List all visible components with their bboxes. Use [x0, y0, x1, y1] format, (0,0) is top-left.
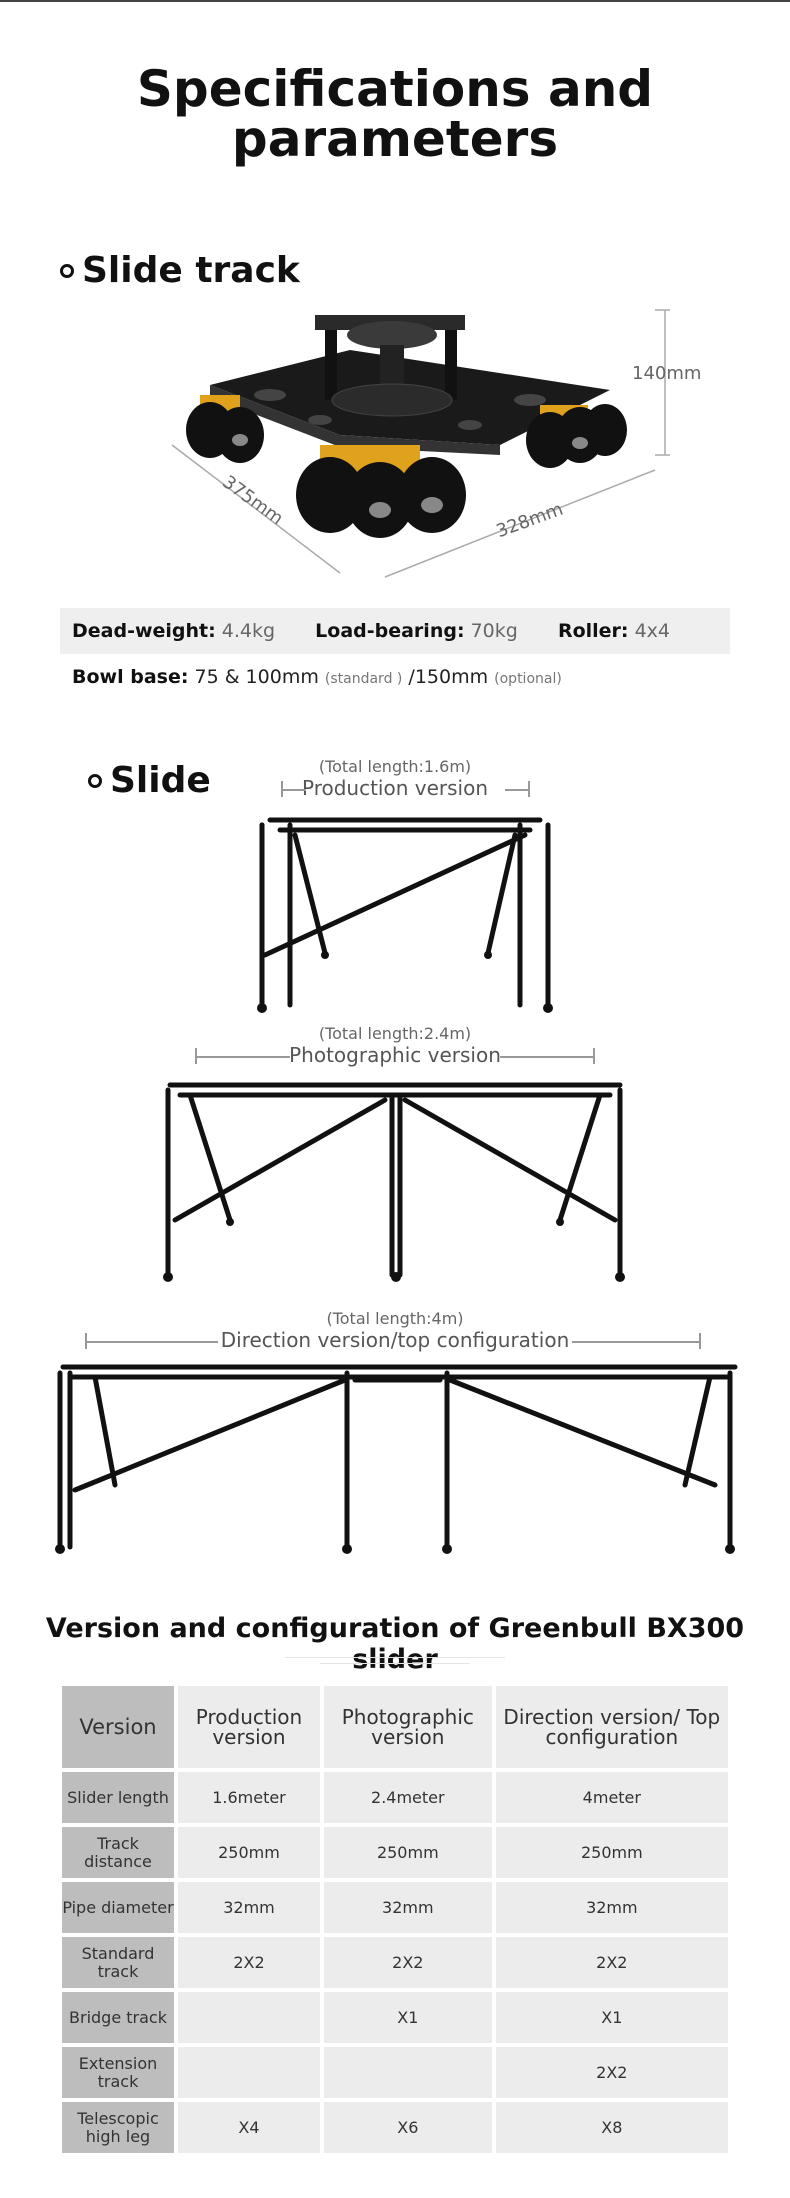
table-cell: 1.6meter [178, 1772, 320, 1823]
page-title: Specifications and parameters [0, 64, 790, 164]
row-label: Slider length [62, 1772, 174, 1823]
table-cell: 250mm [495, 1827, 728, 1878]
table-row: Track distance 250mm 250mm 250mm [62, 1827, 728, 1878]
row-label: Bridge track [62, 1992, 174, 2043]
table-header-row: Version Production version Photographic … [62, 1686, 728, 1768]
table-cell: 2X2 [495, 2047, 728, 2098]
table-row: Standard track 2X2 2X2 2X2 [62, 1937, 728, 1988]
section-slide-heading: Slide [88, 760, 211, 801]
spec-row-weights: Dead-weight: 4.4kg Load-bearing: 70kg Ro… [72, 620, 670, 642]
table-row: Telescopic high leg X4 X6 X8 [62, 2102, 728, 2153]
table-cell: X8 [495, 2102, 728, 2153]
dim-height-label: 140mm [632, 363, 702, 384]
spec-row-bowl: Bowl base: 75 & 100mm (standard ) /150mm… [72, 666, 562, 688]
bowl-base-label: Bowl base: [72, 666, 189, 688]
page-title-line1: Specifications and [136, 60, 654, 118]
bowl-base-value1: 75 & 100mm [194, 666, 319, 688]
roller-label: Roller: [557, 620, 629, 642]
table-cell: 32mm [178, 1882, 320, 1933]
version3-name: Direction version/top configuration [220, 1328, 570, 1352]
header-photographic: Photographic version [323, 1686, 492, 1768]
roller-value: 4x4 [634, 620, 670, 642]
table-row: Bridge track X1 X1 [62, 1992, 728, 2043]
direction-frame-illustration [55, 1364, 738, 1554]
table-cell: 32mm [323, 1882, 492, 1933]
header-direction: Direction version/ Top configuration [495, 1686, 728, 1768]
table-row: Extension track 2X2 [62, 2047, 728, 2098]
section-slide-track-title: Slide track [82, 250, 300, 291]
table-cell [323, 2047, 492, 2098]
config-table-title: Version and configuration of Greenbull B… [45, 1613, 745, 1675]
table-cell: X4 [178, 2102, 320, 2153]
section-slide-track-heading: Slide track [60, 250, 300, 291]
loadbearing-value: 70kg [470, 620, 518, 642]
version1-tick-right [528, 781, 530, 797]
table-cell: 2X2 [495, 1937, 728, 1988]
version3-tick-right [699, 1333, 701, 1349]
table-row: Slider length 1.6meter 2.4meter 4meter [62, 1772, 728, 1823]
version1-name: Production version [301, 776, 488, 800]
bowl-base-note1: (standard ) [324, 671, 403, 687]
row-label: Extension track [62, 2047, 174, 2098]
deadweight-label: Dead-weight: [72, 620, 216, 642]
table-cell: 250mm [178, 1827, 320, 1878]
version2-length: (Total length:2.4m) [318, 1024, 472, 1043]
row-label: Track distance [62, 1827, 174, 1878]
bowl-base-note2: (optional) [494, 671, 562, 687]
photographic-frame-illustration [163, 1082, 625, 1282]
version3-length: (Total length:4m) [326, 1309, 464, 1328]
table-cell [178, 1992, 320, 2043]
table-cell: 2.4meter [323, 1772, 492, 1823]
table-row: Pipe diameter 32mm 32mm 32mm [62, 1882, 728, 1933]
table-cell: X1 [495, 1992, 728, 2043]
header-version: Version [62, 1686, 174, 1768]
version1-dim-line-right [505, 789, 529, 791]
top-rule [0, 0, 790, 2]
faint-subtitle-line [285, 1657, 505, 1658]
spec-band [60, 608, 730, 654]
version3-dim-line-left [86, 1341, 218, 1343]
table-cell [178, 2047, 320, 2098]
deadweight-value: 4.4kg [221, 620, 276, 642]
version1-dim-line-left [282, 789, 306, 791]
version2-tick-right [593, 1048, 595, 1064]
loadbearing-label: Load-bearing: [315, 620, 465, 642]
faint-subtitle-line-2 [320, 1663, 470, 1664]
version3-tick-left [85, 1333, 87, 1349]
table-cell: 2X2 [178, 1937, 320, 1988]
table-cell: 250mm [323, 1827, 492, 1878]
version3-dim-line-right [572, 1341, 700, 1343]
table-cell: 32mm [495, 1882, 728, 1933]
bowl-base-value2: /150mm [408, 666, 489, 688]
version1-tick-left [281, 781, 283, 797]
table-cell: X1 [323, 1992, 492, 2043]
bullet-ring-icon [88, 773, 102, 788]
table-cell: X6 [323, 2102, 492, 2153]
section-slide-title: Slide [110, 760, 211, 801]
bullet-ring-icon [60, 263, 74, 278]
header-production: Production version [178, 1686, 320, 1768]
table-cell: 4meter [495, 1772, 728, 1823]
table-cell: 2X2 [323, 1937, 492, 1988]
row-label: Pipe diameter [62, 1882, 174, 1933]
row-label: Telescopic high leg [62, 2102, 174, 2153]
production-frame-illustration [257, 817, 553, 1013]
version2-dim-line-left [196, 1056, 290, 1058]
version2-dim-line-right [500, 1056, 594, 1058]
config-table: Version Production version Photographic … [58, 1682, 732, 2157]
page-title-line2: parameters [231, 110, 559, 168]
row-label: Standard track [62, 1937, 174, 1988]
version1-length: (Total length:1.6m) [318, 757, 472, 776]
dolly-illustration [171, 309, 670, 578]
version2-name: Photographic version [289, 1043, 501, 1067]
version2-tick-left [195, 1048, 197, 1064]
